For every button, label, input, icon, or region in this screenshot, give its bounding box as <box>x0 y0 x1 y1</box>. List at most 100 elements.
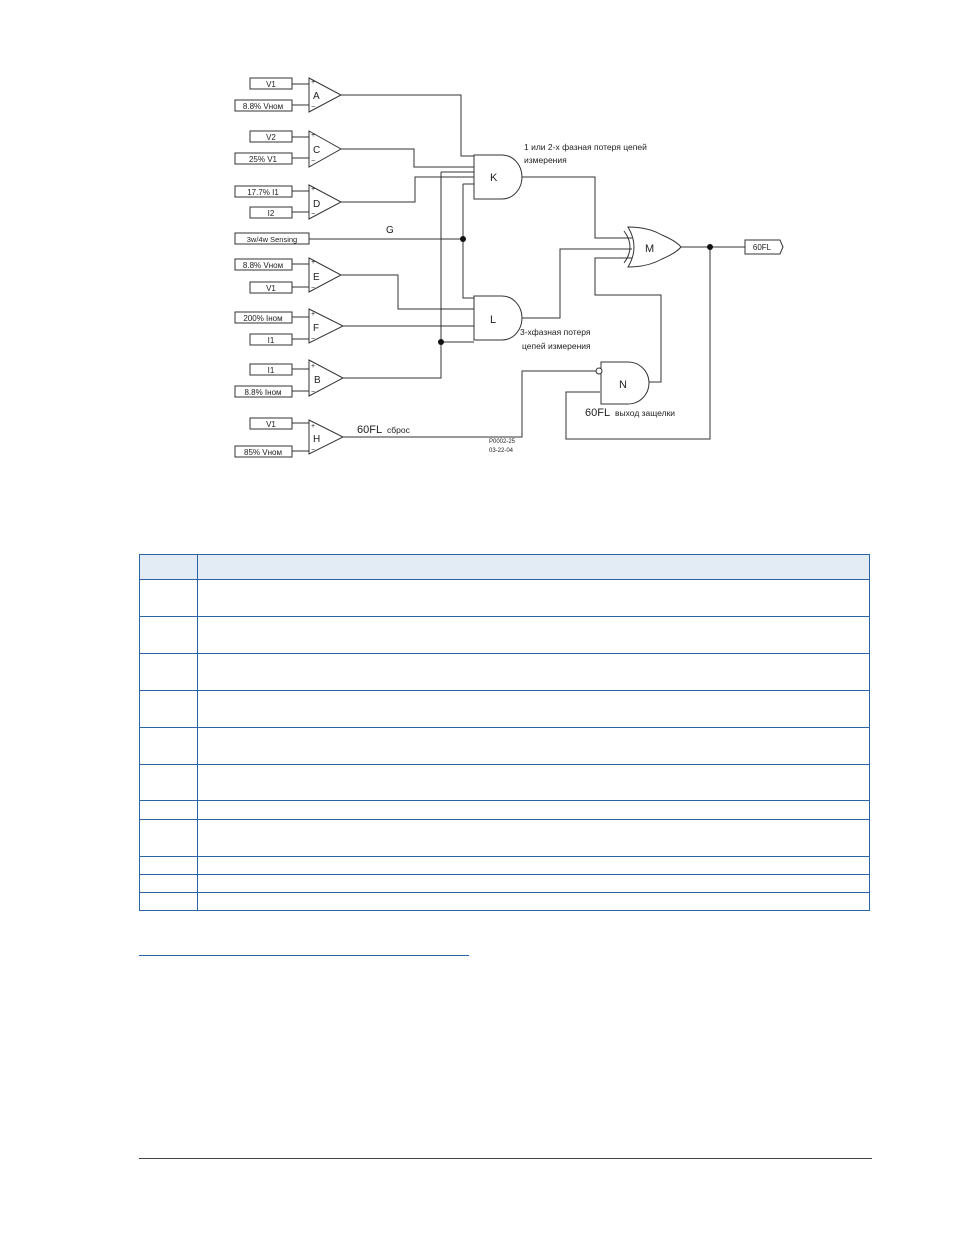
table-cell <box>139 690 198 728</box>
table-cell <box>197 856 870 875</box>
caption-l-line1: 3-хфазная потеря <box>520 327 591 337</box>
input-label-a1: V1 <box>266 80 276 89</box>
logic-diagram: V1 8.8% Vном + − A V2 25% V1 + − C 17.7%… <box>234 77 784 458</box>
table-row <box>139 653 870 691</box>
table-cell <box>197 727 870 765</box>
comparator-e: 8.8% Vном V1 + − E <box>234 257 343 294</box>
input-label-e2: V1 <box>266 284 276 293</box>
comparator-c-label: C <box>313 145 320 156</box>
table-row <box>139 727 870 765</box>
table-row <box>139 616 870 654</box>
output-label: 60FL <box>753 243 772 252</box>
table-row <box>139 856 870 875</box>
table-row <box>139 874 870 893</box>
gate-l-label: L <box>490 314 496 326</box>
comparator-f-label: F <box>313 323 319 334</box>
input-label-d1: 17.7% I1 <box>247 188 279 197</box>
table-cell <box>139 892 198 911</box>
table-cell <box>139 653 198 691</box>
table-cell <box>139 616 198 654</box>
caption-n-sub: выход защелки <box>615 408 675 418</box>
table-row <box>139 892 870 911</box>
comparator-h-plus: + <box>311 423 315 430</box>
comparator-a-label: A <box>313 91 320 102</box>
comparator-a-minus: − <box>311 104 315 111</box>
comparator-d-label: D <box>313 199 320 210</box>
junction-dot-b <box>438 339 444 345</box>
comparator-h-minus: − <box>311 447 315 454</box>
comparator-e-symbol <box>308 257 343 293</box>
gate-k-label: K <box>490 172 498 184</box>
table-cell <box>139 554 198 580</box>
inverter-bubble <box>595 367 603 375</box>
table-row <box>139 764 870 801</box>
input-label-d2: I2 <box>268 209 275 218</box>
input-label-b2: 8.8% Iном <box>244 388 281 397</box>
comparator-h-label: H <box>313 434 320 445</box>
comparator-a-symbol <box>308 77 343 113</box>
page-footer-divider <box>139 1158 872 1159</box>
comparator-f-symbol <box>308 308 345 344</box>
table-cell <box>197 616 870 654</box>
caption-n-main: 60FL <box>585 407 610 419</box>
table-cell <box>139 727 198 765</box>
table-cell <box>197 819 870 857</box>
comparator-h: V1 85% Vном + − H <box>234 417 345 458</box>
comparator-a: V1 8.8% Vном + − A <box>234 77 343 113</box>
input-label-c1: V2 <box>266 133 276 142</box>
comparator-b: I1 8.8% Iном + − B <box>234 359 345 398</box>
table-cell <box>197 892 870 911</box>
input-label-f1: 200% Iном <box>243 314 282 323</box>
table-cell <box>197 653 870 691</box>
footnote-divider <box>139 955 469 956</box>
comparator-c-plus: + <box>311 132 315 139</box>
caption-k-line2: измерения <box>524 155 567 165</box>
table-cell <box>139 579 198 617</box>
junction-dot-out <box>707 244 713 250</box>
table-cell <box>139 856 198 875</box>
table-cell <box>139 764 198 801</box>
input-label-b1: I1 <box>268 366 275 375</box>
line-label-g: G <box>386 225 394 236</box>
table-row <box>139 579 870 617</box>
caption-k-line1: 1 или 2-х фазная потеря цепей <box>524 142 647 152</box>
comparator-f-minus: − <box>311 336 315 343</box>
table-cell <box>139 819 198 857</box>
table-header-row <box>139 554 870 580</box>
comparator-d: 17.7% I1 I2 + − D <box>234 184 343 220</box>
gate-n-label: N <box>619 379 627 391</box>
sensing-input-g: 3w/4w Sensing G <box>234 225 394 245</box>
comparator-h-symbol <box>308 419 345 455</box>
comparator-f: 200% Iном I1 + − F <box>234 308 345 346</box>
comparator-c-symbol <box>308 130 343 168</box>
reset-label-sub: сброс <box>387 425 411 435</box>
caption-l-line2: цепей измерения <box>522 341 591 351</box>
table-cell <box>139 874 198 893</box>
comparator-c-minus: − <box>311 158 315 165</box>
table-cell <box>197 554 870 580</box>
table-row <box>139 800 870 820</box>
or-gate-m: M <box>623 226 682 268</box>
comparator-b-plus: + <box>311 363 315 370</box>
comparator-c: V2 25% V1 + − C <box>234 130 343 168</box>
input-label-c2: 25% V1 <box>249 155 278 164</box>
input-label-h2: 85% Vном <box>244 448 282 457</box>
comparator-d-plus: + <box>311 186 315 193</box>
input-label-g: 3w/4w Sensing <box>247 235 297 244</box>
output-60fl: 60FL <box>744 239 784 255</box>
and-gate-n: N <box>595 361 650 405</box>
table-row <box>139 819 870 857</box>
and-gate-l: L <box>473 295 523 341</box>
table-row <box>139 690 870 728</box>
comparator-e-minus: − <box>311 285 315 292</box>
table-cell <box>197 690 870 728</box>
comparator-b-minus: − <box>311 389 315 396</box>
table-cell <box>139 800 198 820</box>
comparator-d-minus: − <box>311 211 315 218</box>
table-cell <box>197 579 870 617</box>
comparator-b-symbol <box>308 359 345 397</box>
wiring <box>309 94 745 440</box>
comparator-f-plus: + <box>311 311 315 318</box>
gate-m-label: M <box>645 243 654 255</box>
table-cell <box>197 800 870 820</box>
